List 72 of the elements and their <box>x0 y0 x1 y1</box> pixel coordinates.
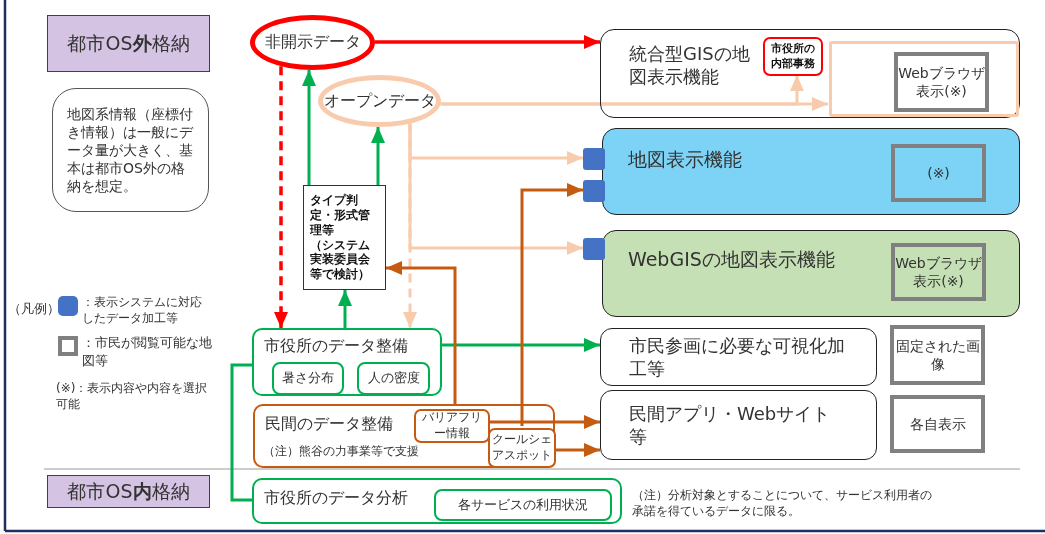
group-box <box>252 328 442 396</box>
display-box <box>891 144 986 202</box>
arrow <box>338 290 352 328</box>
node-label: 市役所の内部事務 <box>770 42 816 71</box>
note-text: （注）分析対象とすることについて、サービス利用者の承諾を得ているデータに限る。 <box>632 487 932 520</box>
storage-band <box>47 475 210 508</box>
group-box <box>252 478 622 524</box>
arrow <box>274 66 288 328</box>
square-marker <box>583 238 605 260</box>
arrow <box>403 123 417 328</box>
node-label: オープンデータ <box>323 90 436 112</box>
outline-box <box>829 41 1019 117</box>
system-box <box>600 29 1020 118</box>
output-box <box>600 390 877 460</box>
arrow <box>386 261 457 404</box>
group-box <box>253 404 555 468</box>
note-box <box>52 88 209 212</box>
ellipse-node <box>318 75 441 127</box>
arrow <box>488 415 600 429</box>
legend-heading: （凡例） <box>8 300 60 318</box>
square-marker <box>583 180 605 202</box>
display-box <box>890 325 985 385</box>
display-box <box>891 243 986 301</box>
arrow <box>440 75 804 106</box>
node-label: 暑さ分布 <box>282 370 334 387</box>
node-label: （システム実装委員会等で検討） <box>310 237 371 283</box>
process-box <box>763 37 823 76</box>
note-text: （注）熊谷の力事業等で支援 <box>263 444 420 460</box>
arrow <box>375 35 600 49</box>
node-label: 統合型GISの地図表示機能 <box>629 42 751 89</box>
node-label: 固定された画像 <box>894 336 981 374</box>
arrow <box>554 443 600 457</box>
node-label: Webブラウザ表示(※) <box>898 63 985 101</box>
node-label: 地図表示機能 <box>628 147 743 172</box>
storage-band <box>47 15 210 72</box>
system-box <box>602 128 1020 215</box>
node-label: 民間アプリ・Webサイト等 <box>629 401 832 449</box>
process-box <box>303 185 386 290</box>
node-label: 民間のデータ整備 <box>265 414 394 435</box>
node-label: 人の密度 <box>367 370 420 387</box>
square-marker <box>583 148 605 170</box>
legend-text: ：表示システムに対応したデータ加工等 <box>82 294 203 327</box>
node-label: 市民参画に必要な可視化加工等 <box>629 333 846 381</box>
display-box <box>894 52 989 112</box>
node-label: タイプ判定・形式管理等 <box>310 192 371 238</box>
node-label: 各自表示 <box>909 414 966 434</box>
node-label: WebGISの地図表示機能 <box>628 247 836 272</box>
node-label: 各サービスの利用状況 <box>458 496 588 514</box>
data-box <box>272 362 344 395</box>
data-box <box>357 362 430 395</box>
node-label: 都市OS内格納 <box>67 479 190 504</box>
node-label: Webブラウザ表示(※) <box>895 253 982 291</box>
arrow <box>520 183 583 426</box>
node-label: クールシェアスポット <box>491 432 553 464</box>
arrow <box>442 338 600 352</box>
display-box <box>890 395 985 453</box>
node-label: 都市OS外格納 <box>67 31 190 56</box>
output-box <box>600 328 877 386</box>
node-label: 市役所のデータ分析 <box>264 488 409 509</box>
ellipse-node <box>250 15 375 70</box>
legend-text: ：市民が閲覧可能な地図等 <box>82 334 212 370</box>
data-box <box>434 489 612 521</box>
node-label: バリアフリー情報 <box>421 410 483 442</box>
arrow <box>371 127 385 185</box>
arrow <box>302 70 316 185</box>
note-text: (※)：表示内容や内容を選択可能 <box>56 380 209 413</box>
node-label: 市役所のデータ整備 <box>264 336 409 357</box>
data-box <box>414 409 490 443</box>
node-label: 地図系情報（座標付き情報）は一般にデータ量が大きく、基本は都市OS外の格納を想定。 <box>67 104 194 196</box>
node-label: (※) <box>927 163 950 183</box>
system-box <box>602 230 1020 317</box>
node-label: 非開示データ <box>264 32 361 53</box>
